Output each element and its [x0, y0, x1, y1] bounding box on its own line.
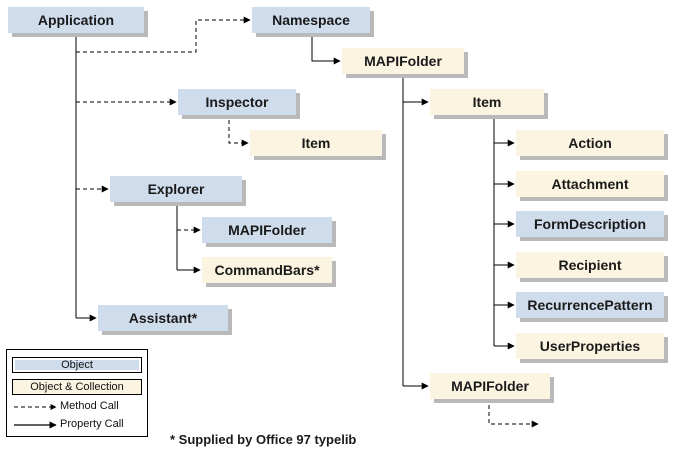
node-mapifolder-explorer: MAPIFolder — [202, 217, 332, 243]
node-namespace: Namespace — [252, 7, 370, 33]
legend-method-call-label: Method Call — [60, 400, 119, 412]
node-mapifolder-sub: MAPIFolder — [430, 373, 550, 399]
legend-property-call-label: Property Call — [60, 418, 124, 430]
node-assistant: Assistant* — [98, 305, 228, 331]
legend-object: Object — [12, 357, 142, 373]
legend-method-call: Method Call — [12, 399, 144, 415]
node-inspector: Inspector — [178, 89, 296, 115]
dashed-arrow-icon — [14, 404, 57, 410]
namespace-to-mapifolder-line — [311, 30, 341, 65]
node-recurrencepattern: RecurrencePattern — [516, 292, 664, 318]
node-recipient: Recipient — [516, 252, 664, 278]
node-explorer: Explorer — [110, 176, 242, 202]
node-commandbars: CommandBars* — [202, 257, 332, 283]
node-action: Action — [516, 130, 664, 156]
legend: Object Object & Collection Method Call P… — [6, 349, 148, 437]
node-attachment: Attachment — [516, 171, 664, 197]
legend-object-collection: Object & Collection — [12, 379, 142, 395]
node-userproperties: UserProperties — [516, 333, 664, 359]
node-item-main: Item — [430, 89, 544, 115]
solid-arrow-icon — [14, 421, 57, 429]
node-application: Application — [8, 7, 144, 33]
node-formdescription: FormDescription — [516, 211, 664, 237]
footnote: * Supplied by Office 97 typelib — [170, 432, 357, 447]
legend-property-call: Property Call — [12, 417, 144, 433]
node-mapifolder-namespace: MAPIFolder — [342, 48, 464, 74]
app-to-namespace-line — [76, 16, 251, 53]
inspector-to-item-line — [228, 113, 249, 147]
subfolder-continuation-line — [488, 398, 539, 428]
node-item-inspector: Item — [250, 130, 382, 156]
